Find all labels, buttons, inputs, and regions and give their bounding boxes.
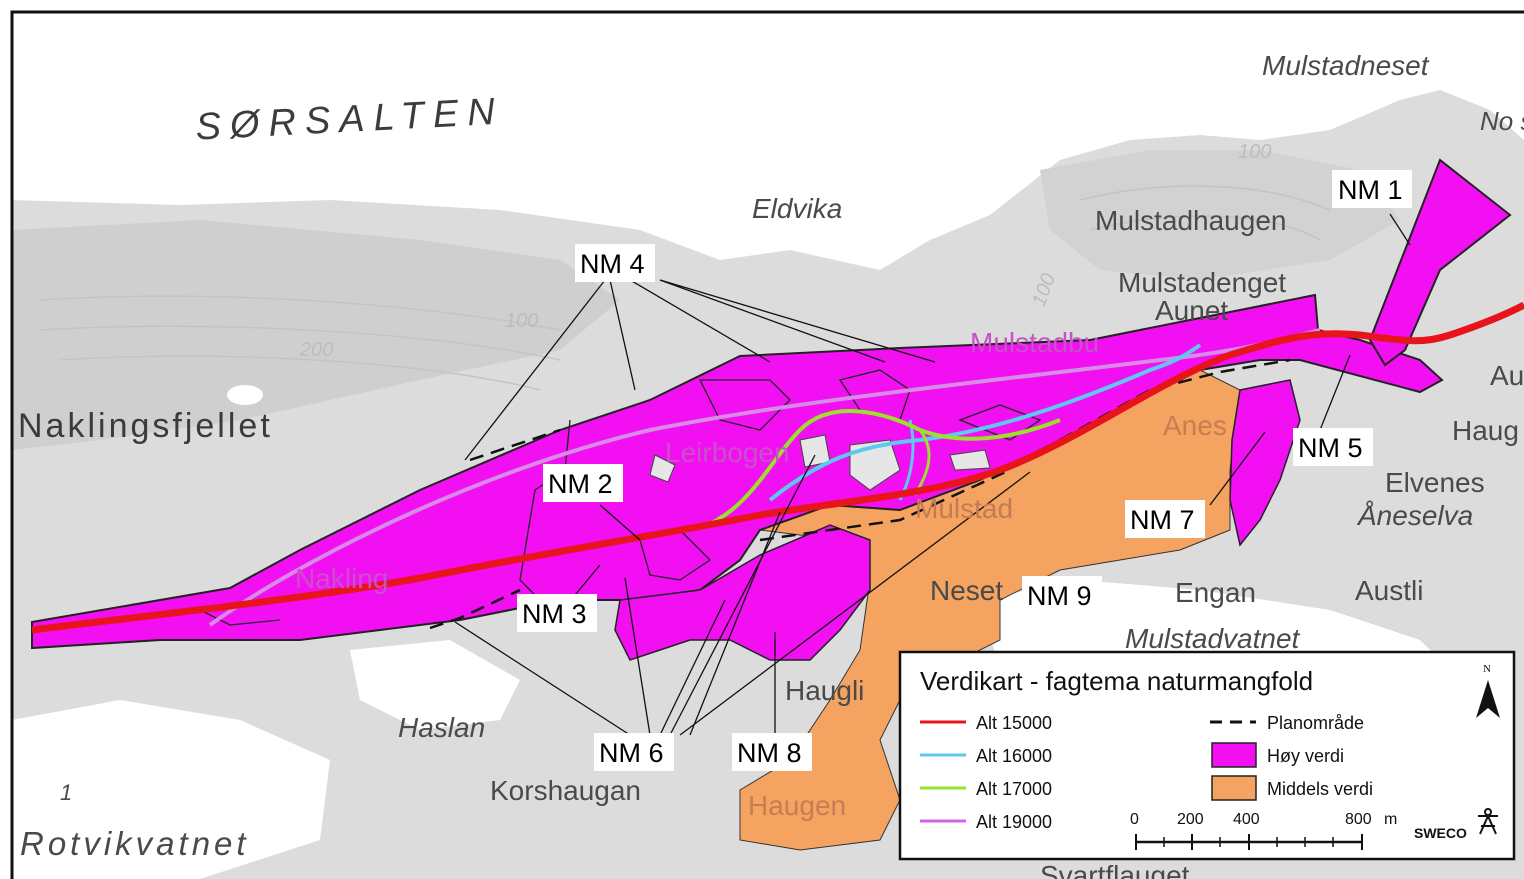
place-naklingen: Nakling [295,563,388,594]
hoy-verdi-nm8 [614,524,871,661]
place-austli: Austli [1355,575,1423,606]
nm-label-text: NM 1 [1338,175,1403,205]
small-lake [227,385,263,405]
contour-labels: 100 200 100 100 [299,141,1271,361]
nm-label-text: NM 5 [1298,433,1363,463]
route-alt-17000 [699,409,1061,530]
lake-haslan [350,640,520,730]
legend-middels-verdi: Middels verdi [1267,779,1373,799]
scale-tick-800: 800 [1345,811,1372,828]
place-svartflaget: Svartflauget [1040,860,1190,879]
route-alt-16000 [768,343,1202,502]
contour-label: 200 [299,339,333,361]
place-mulstadbu: Mulstadbu [970,327,1099,358]
place-mulstadneset: Mulstadneset [1262,50,1430,81]
place-aneselva: Åneselva [1356,500,1473,531]
route-alt-19000 [208,328,1321,627]
hoy-verdi-nm5 [1229,379,1301,547]
nm-labels: NM 1 NM 2 NM 3 NM 4 NM 5 NM 6 NM 7 NM 8 … [517,170,1412,771]
legend-alt-16000: Alt 16000 [976,746,1052,766]
hill-shade-east [1040,150,1400,280]
nm-label-7: NM 7 [1125,500,1205,538]
place-korshaugan: Korshaugan [490,775,641,806]
hill-shade-west [12,220,620,450]
legend-alt-15000: Alt 15000 [976,713,1052,733]
place-rotvikvatnet: Rotvikvatnet [20,825,250,862]
place-mulstadvatnet: Mulstadvatnet [1125,623,1301,654]
nm-label-text: NM 7 [1130,505,1195,535]
place-au: Au [1490,360,1524,391]
place-mulstadhaugen: Mulstadhaugen [1095,205,1286,236]
nm-label-6: NM 6 [594,733,674,771]
nm-label-text: NM 2 [548,469,613,499]
scale-tick-400: 400 [1233,811,1260,828]
lake-rotvikvatnet [12,700,330,879]
nm-label-text: NM 9 [1027,581,1092,611]
contour-label: 100 [1238,141,1271,163]
pointer-lines [454,213,1411,736]
hoy-verdi-nm1 [1368,158,1512,367]
hole-3 [849,439,901,491]
nm-label-text: NM 4 [580,249,645,279]
hole-2 [649,454,676,483]
nm-label-3: NM 3 [517,594,597,632]
nm-label-8: NM 8 [732,733,812,771]
place-mulstadenget: Mulstadenget [1118,267,1286,298]
scale-bar: 0 200 400 800 m [1130,811,1397,850]
place-anes: Anes [1163,410,1227,441]
nm-label-2: NM 2 [543,464,623,502]
contour-lines [39,185,1331,391]
place-haugli: Haugli [785,675,864,706]
nm-label-4: NM 4 [575,244,655,282]
place-haug: Haug [1452,415,1519,446]
place-mulstad: Mulstad [915,493,1013,524]
sweco-logo-icon [1478,808,1498,835]
place-neset: Neset [930,575,1003,606]
legend-alt-19000: Alt 19000 [976,812,1052,832]
place-no-sjoe: No sjøe [1480,106,1524,136]
place-names: SØRSALTEN Naklingsfjellet Eldvika Mulsta… [18,50,1524,879]
nm-label-1: NM 1 [1332,170,1412,208]
place-naklingsfjellet: Naklingsfjellet [18,407,273,445]
legend-title: Verdikart - fagtema naturmangfold [920,666,1313,696]
map-frame [10,10,1524,879]
place-leirbogen: Leirbogen [665,437,790,468]
nm-label-text: NM 6 [599,738,664,768]
nm-label-text: NM 3 [522,599,587,629]
legend-planomrade: Planområde [1267,713,1364,733]
place-aunet: Aunet [1155,295,1228,326]
route-alt-15000 [31,301,1524,634]
nm-label-text: NM 8 [737,738,802,768]
legend-panel: Verdikart - fagtema naturmangfold Alt 15… [898,650,1516,861]
scale-tick-200: 200 [1177,811,1204,828]
nm-label-9: NM 9 [1022,576,1102,614]
sweco-logo: SWECO [1414,808,1498,841]
scale-unit: m [1384,811,1397,828]
logo-text: SWECO [1414,825,1467,841]
place-elvenes: Elvenes [1385,467,1485,498]
nm-label-5: NM 5 [1293,428,1373,466]
contour-label: 100 [505,310,538,332]
legend-hoy-verdi: Høy verdi [1267,746,1344,766]
inner-boundaries [199,369,1042,626]
legend-alt-17000: Alt 17000 [976,779,1052,799]
place-haugen: Haugen [748,790,846,821]
place-engan: Engan [1175,577,1256,608]
scale-tick-0: 0 [1130,811,1139,828]
place-haslan: Haslan [398,712,485,743]
place-one: 1 [60,780,72,805]
hole-4 [949,449,991,471]
north-label: N [1483,663,1491,675]
place-eldvika: Eldvika [752,193,842,224]
north-arrow-icon: N [1476,663,1500,718]
